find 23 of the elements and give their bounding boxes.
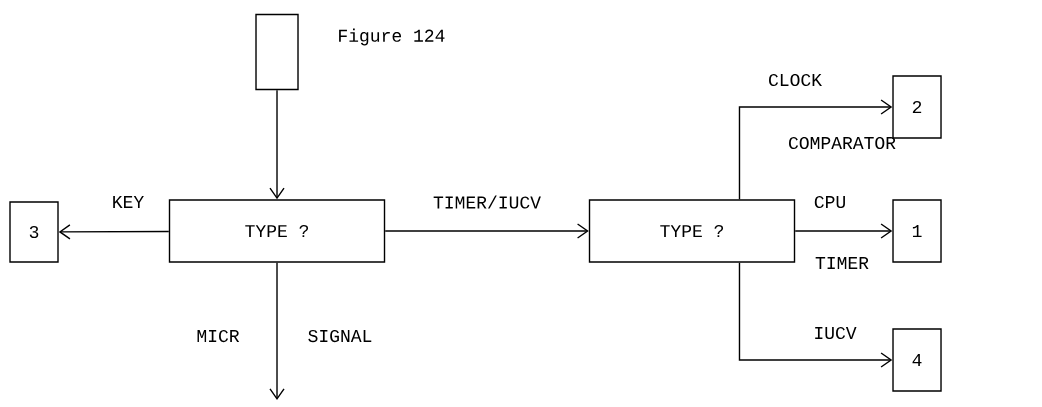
arrow xyxy=(384,223,589,239)
process-box: 1 xyxy=(892,199,942,263)
process-box: 3 xyxy=(9,201,59,263)
edge-label: CPU xyxy=(814,195,845,209)
arrow xyxy=(738,262,893,368)
process-box: TYPE ? xyxy=(588,199,796,263)
text-label: MICR xyxy=(197,329,240,343)
caption-text: Figure 124 xyxy=(339,28,445,46)
process-box: TYPE ? xyxy=(168,199,386,263)
edge-label: KEY xyxy=(113,196,144,208)
text-label: COMPARATOR xyxy=(789,136,896,150)
edge-label: TIMER/IUCV xyxy=(433,195,541,209)
arrow xyxy=(794,223,893,239)
arrow xyxy=(58,224,170,240)
empty-box xyxy=(255,13,299,91)
process-box: 4 xyxy=(892,328,942,392)
arrow xyxy=(738,99,893,200)
edge-label: IUCV xyxy=(815,326,857,340)
text-label: SIGNAL xyxy=(308,329,372,343)
arrow xyxy=(269,89,285,200)
edge-label: CLOCK xyxy=(769,73,822,87)
arrow xyxy=(269,262,285,400)
text-label: TIMER xyxy=(815,257,869,269)
